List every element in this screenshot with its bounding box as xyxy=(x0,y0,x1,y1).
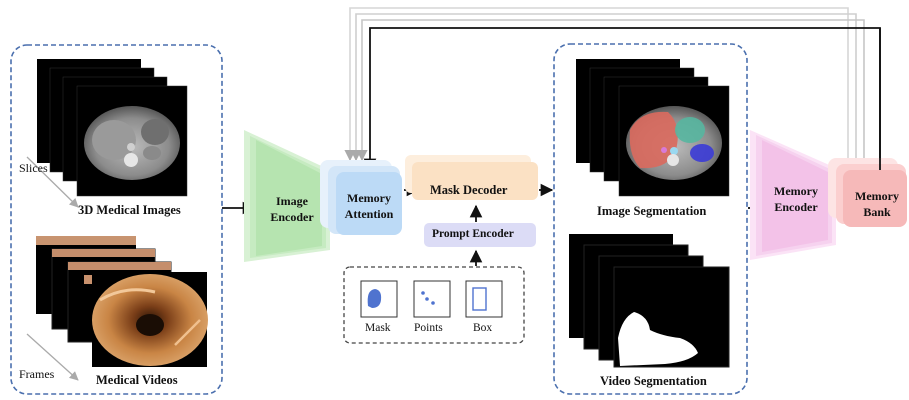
mask-decoder-label: Mask Decoder xyxy=(430,183,508,197)
input-panel xyxy=(10,44,223,395)
points-prompt-icon xyxy=(413,280,451,318)
memory-attention-label: Memory Attention xyxy=(344,191,394,221)
memory-encoder-block xyxy=(750,130,836,260)
video-segmentation-title: Video Segmentation xyxy=(600,374,707,388)
image-encoder-label: Image Encoder xyxy=(270,194,314,224)
prompt-encoder-label: Prompt Encoder xyxy=(432,228,514,240)
memory-bank-block xyxy=(828,158,907,227)
video-mask-stack xyxy=(569,234,730,368)
ct-slice-stack xyxy=(37,59,188,197)
segmented-ct-stack xyxy=(576,59,730,197)
box-prompt-icon xyxy=(465,280,503,318)
box-prompt-label: Box xyxy=(473,322,493,334)
memory-attention-block xyxy=(320,160,402,235)
points-prompt-label: Points xyxy=(414,322,443,334)
slices-label: Slices xyxy=(19,161,48,175)
medical-videos-title: Medical Videos xyxy=(96,373,178,387)
output-panel xyxy=(553,43,748,395)
3d-medical-images-title: 3D Medical Images xyxy=(78,203,181,217)
mask-prompt-icon xyxy=(360,280,398,318)
video-frame-stack xyxy=(36,236,208,367)
memory-encoder-label: Memory Encoder xyxy=(774,184,818,214)
memory-bank-label: Memory Bank xyxy=(855,189,899,219)
frames-label: Frames xyxy=(19,367,55,381)
image-encoder-block xyxy=(244,130,330,262)
mask-prompt-label: Mask xyxy=(365,322,391,334)
prompt-options-box xyxy=(343,266,525,344)
prompt-encoder-block xyxy=(424,223,536,247)
mask-decoder-block xyxy=(405,155,538,200)
image-segmentation-title: Image Segmentation xyxy=(597,204,707,218)
